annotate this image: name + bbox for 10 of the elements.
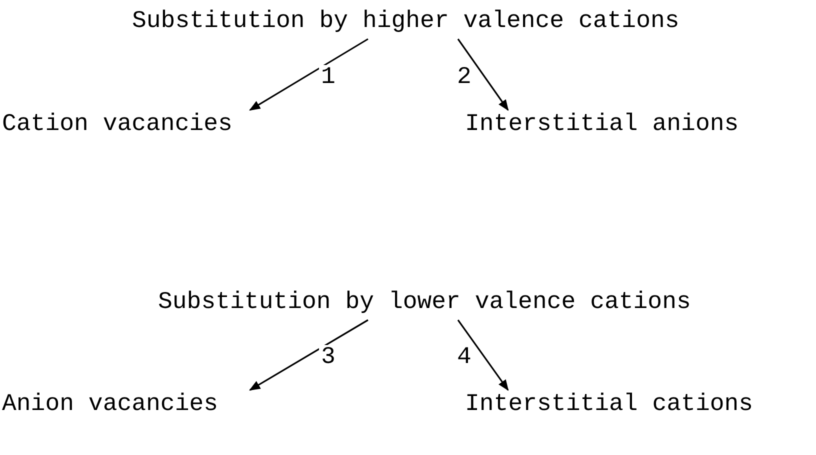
arrow [457, 38, 509, 111]
node-text: Interstitial cations [465, 391, 754, 419]
node-text: Substitution by lower valence cations [158, 289, 691, 317]
node-text: Anion vacancies [2, 391, 218, 419]
node-text: Interstitial anions [465, 111, 739, 139]
arrow [457, 320, 509, 391]
arrow [249, 319, 368, 391]
arrow [249, 38, 368, 111]
node-text: Substitution by higher valence cations [132, 8, 680, 36]
node-text: Cation vacancies [2, 111, 232, 139]
